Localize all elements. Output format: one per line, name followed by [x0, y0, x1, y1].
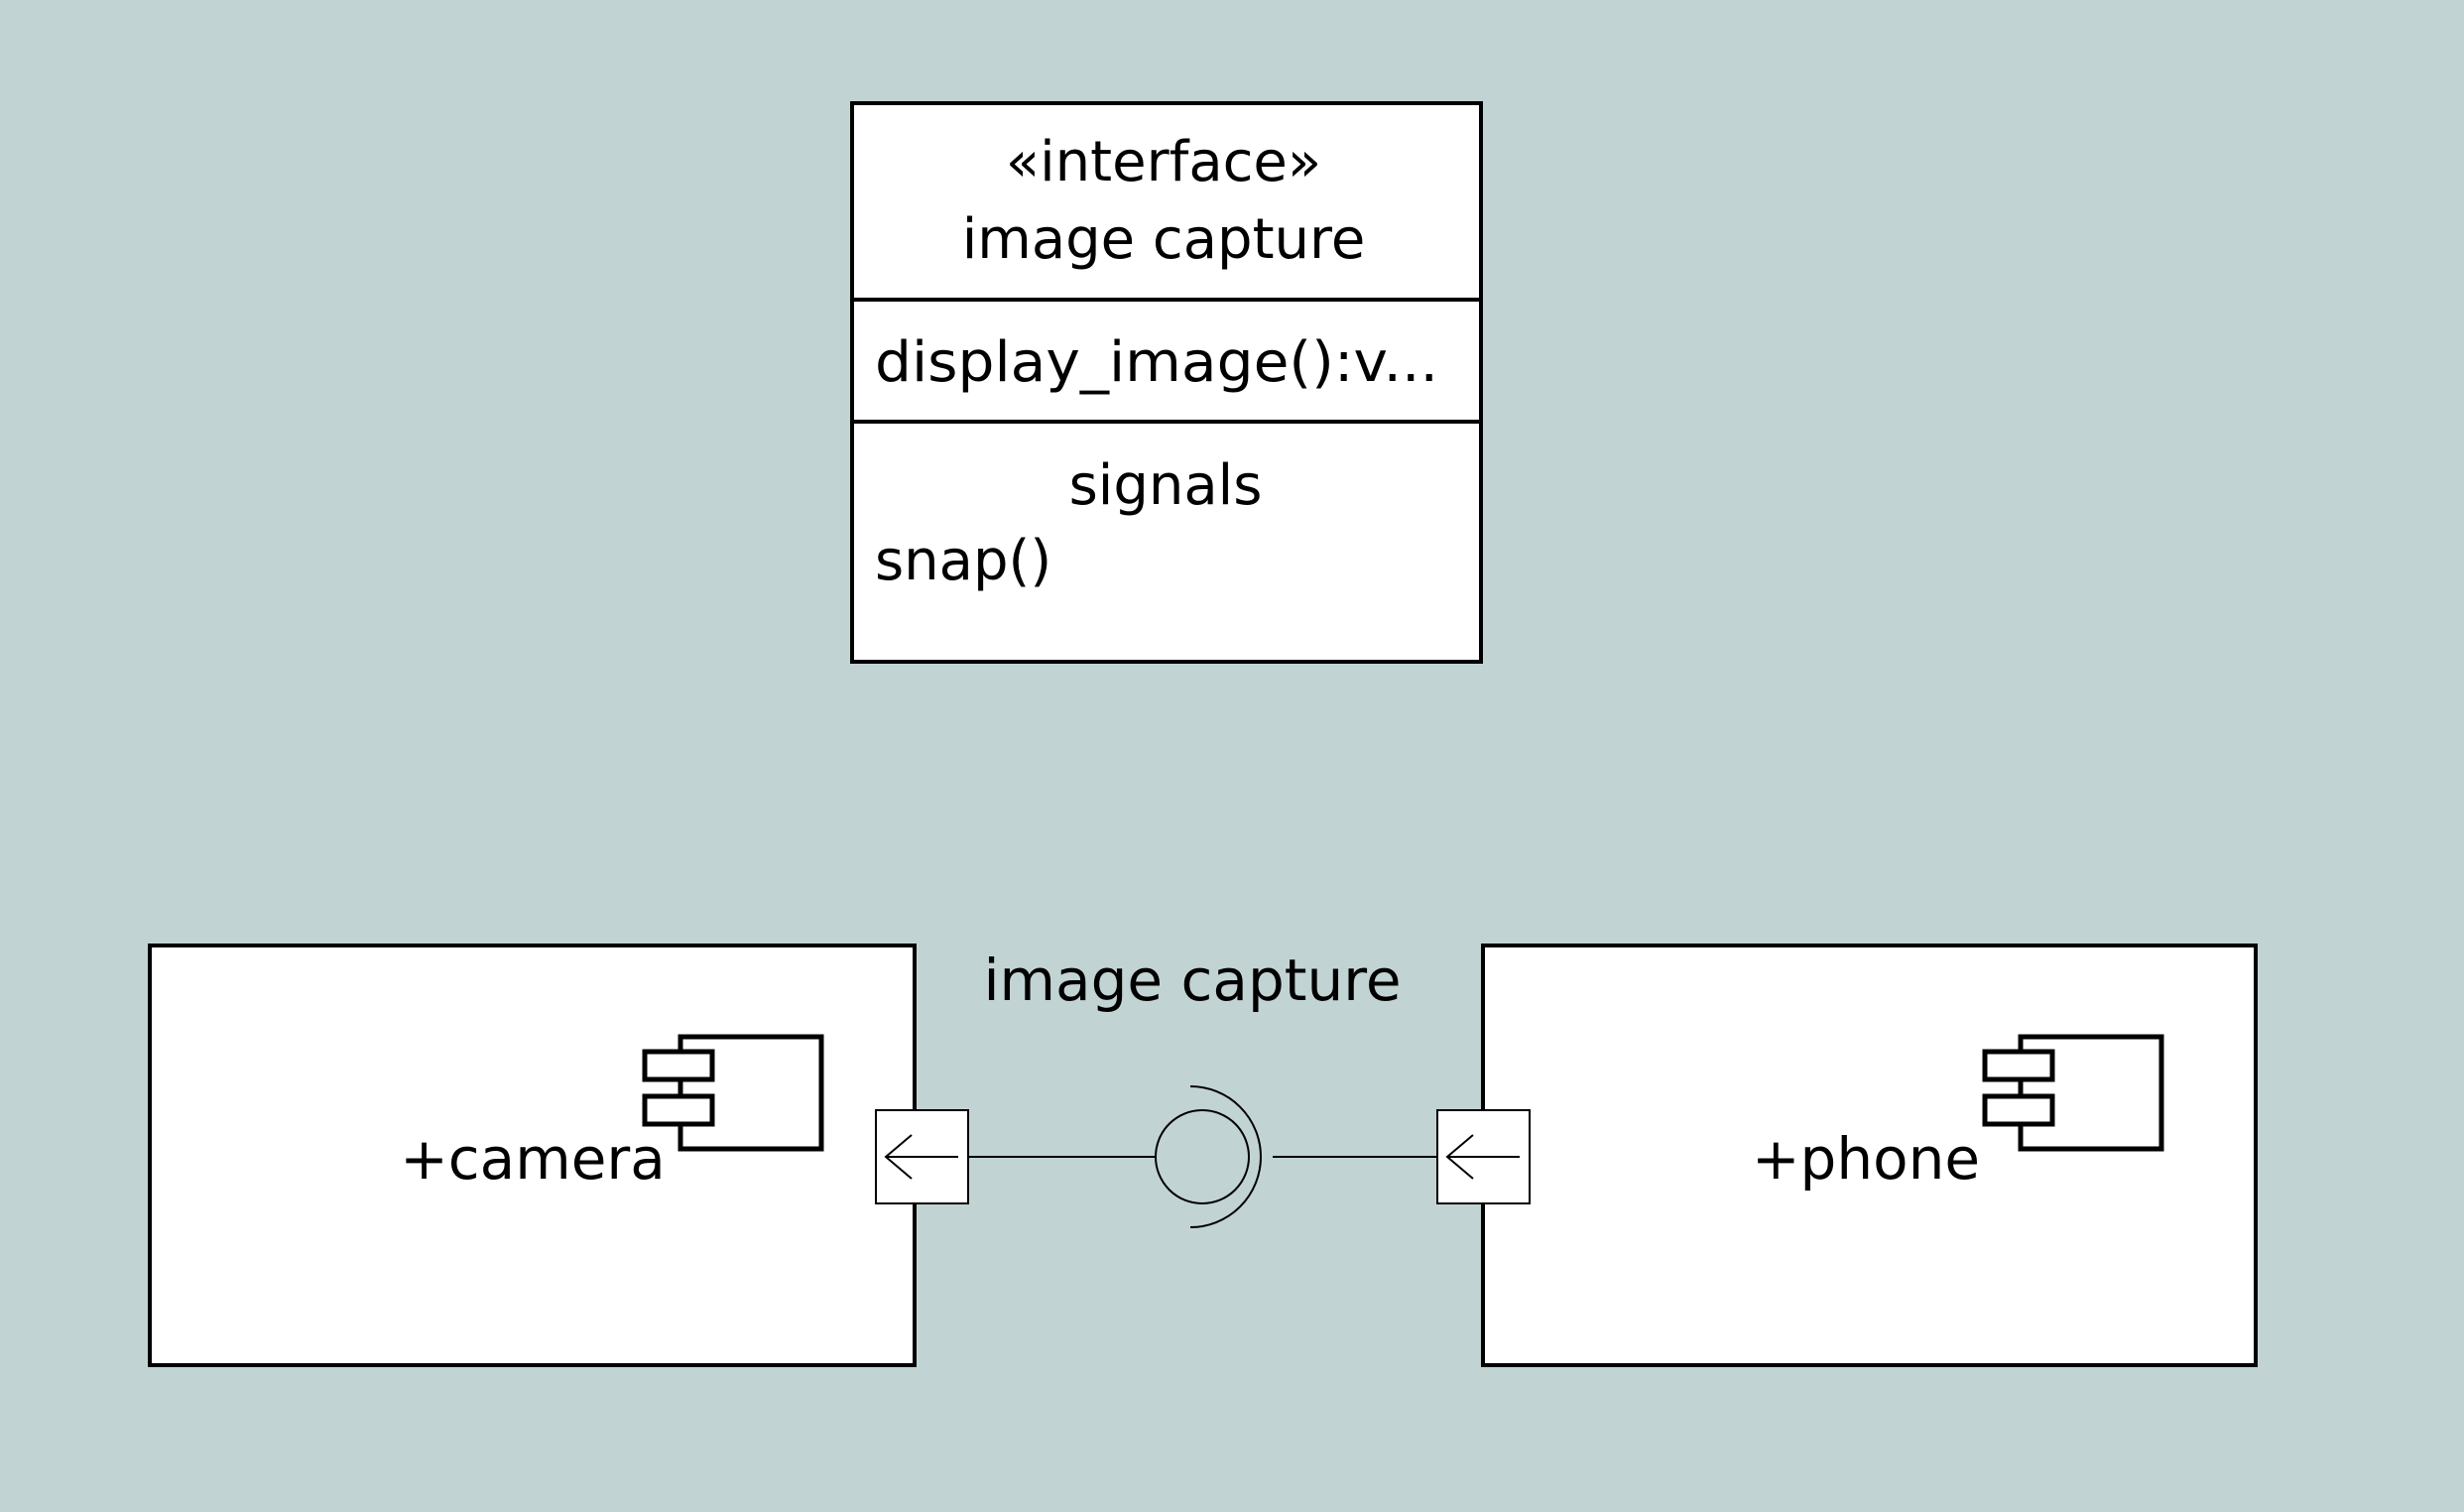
component-phone[interactable]: +phone [1481, 944, 2258, 1367]
provided-interface-ball-icon [1155, 1109, 1250, 1204]
interface-operation: display_image():v... [875, 330, 1438, 395]
component-icon [1982, 1034, 2164, 1152]
left-arrow-icon [884, 1134, 958, 1180]
component-camera[interactable]: +camera [148, 944, 917, 1367]
interface-connector[interactable]: image capture [969, 946, 1437, 1228]
interface-name: image capture [962, 207, 1366, 272]
phone-label: +phone [1752, 1125, 1980, 1193]
interface-stereotype: «interface» [1006, 130, 1321, 194]
signal-item: snap() [875, 529, 1051, 593]
signals-header: signals [1069, 453, 1263, 518]
camera-label: +camera [400, 1125, 666, 1193]
camera-port[interactable] [875, 1109, 969, 1204]
left-arrow-icon [1445, 1134, 1520, 1180]
required-interface-socket-icon [1189, 1085, 1262, 1228]
interface-class-box[interactable]: «interface» image capture display_image(… [850, 101, 1483, 664]
component-icon [642, 1034, 824, 1152]
connector-label: image capture [983, 946, 1401, 1014]
phone-box [1481, 944, 2258, 1367]
phone-port[interactable] [1436, 1109, 1531, 1204]
interface-box-frame [850, 101, 1483, 664]
camera-box [148, 944, 917, 1367]
